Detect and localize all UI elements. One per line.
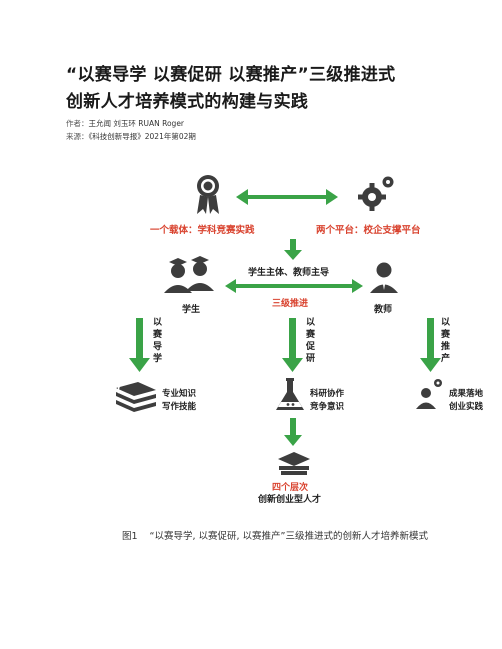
mid-vertical-char: 研	[306, 353, 315, 364]
left-result-line-1: 专业知识	[162, 388, 197, 399]
author-names[interactable]: 王允闻 刘玉环 RUAN Roger	[88, 119, 185, 128]
books-icon	[116, 382, 156, 412]
right-vertical-char: 产	[441, 352, 450, 364]
mid-vertical-char: 赛	[305, 328, 316, 340]
student-teacher-arrow	[225, 279, 363, 293]
platform-link-arrow	[236, 189, 338, 205]
award-medal-icon	[197, 175, 219, 214]
left-vertical-char: 以	[153, 317, 162, 328]
author-label: 作者：	[66, 119, 89, 128]
four-level-label: 四个层次	[272, 481, 308, 493]
right-down-arrow	[420, 318, 441, 372]
mid-down-arrow	[282, 318, 303, 372]
right-vertical-char: 推	[441, 340, 450, 352]
left-vertical-char: 导	[153, 341, 162, 352]
right-result-line-2: 创业实践	[448, 401, 484, 412]
source-label: 来源：	[66, 132, 89, 141]
mid-vertical-char: 促	[305, 340, 316, 352]
mid-vertical-char: 以	[306, 317, 315, 328]
figure-caption-text: “以赛导学, 以赛促研, 以赛推产”三级推进式的创新人才培养新模式	[149, 531, 428, 542]
gears-icon	[358, 176, 394, 211]
carrier-label: 一个载体：学科竞赛实践	[150, 224, 255, 236]
graduation-books-icon	[278, 452, 310, 475]
platform-label: 两个平台：校企支撑平台	[316, 224, 421, 236]
three-level-label: 三级推进	[272, 297, 308, 309]
flask-icon	[276, 378, 304, 410]
mid-result-line-2: 竞争意识	[309, 401, 345, 412]
right-vertical-text: 以 赛 推 产	[440, 317, 451, 364]
figure-number: 图1	[122, 531, 138, 542]
talent-label: 创新创业型人才	[257, 493, 321, 505]
article-title-line-2: 创新人才培养模式的构建与实践	[66, 92, 309, 112]
right-vertical-char: 赛	[440, 328, 451, 340]
teacher-icon	[370, 262, 398, 293]
figure-caption: 图1 “以赛导学, 以赛促研, 以赛推产”三级推进式的创新人才培养新模式	[122, 528, 428, 542]
down-arrow-top	[284, 239, 302, 260]
article-title-line-1: “以赛导学 以赛促研 以赛推产”三级推进式	[66, 65, 396, 85]
mid-result-line-1: 科研协作	[310, 388, 345, 399]
teacher-label: 教师	[373, 303, 392, 315]
mid-vertical-text: 以 赛 促 研	[305, 317, 316, 364]
students-icon	[164, 256, 214, 293]
right-result-line-1: 成果落地	[449, 388, 484, 399]
entrepreneur-gear-icon	[416, 379, 442, 409]
left-vertical-char: 学	[153, 352, 162, 364]
student-label: 学生	[182, 303, 200, 315]
left-vertical-char: 赛	[152, 328, 163, 340]
right-vertical-char: 以	[441, 317, 450, 328]
left-down-arrow	[129, 318, 150, 372]
main-body-label: 学生主体、教师主导	[248, 266, 329, 278]
down-arrow-bottom	[284, 418, 302, 446]
author-line: 作者：王允闻 刘玉环 RUAN Roger	[66, 118, 184, 129]
source-line: 来源：《科技创新导报》2021年第02期	[66, 131, 196, 142]
left-vertical-text: 以 赛 导 学	[152, 317, 163, 364]
source-journal[interactable]: 《科技创新导报》2021年第02期	[88, 132, 196, 141]
left-result-line-2: 写作技能	[162, 401, 197, 412]
